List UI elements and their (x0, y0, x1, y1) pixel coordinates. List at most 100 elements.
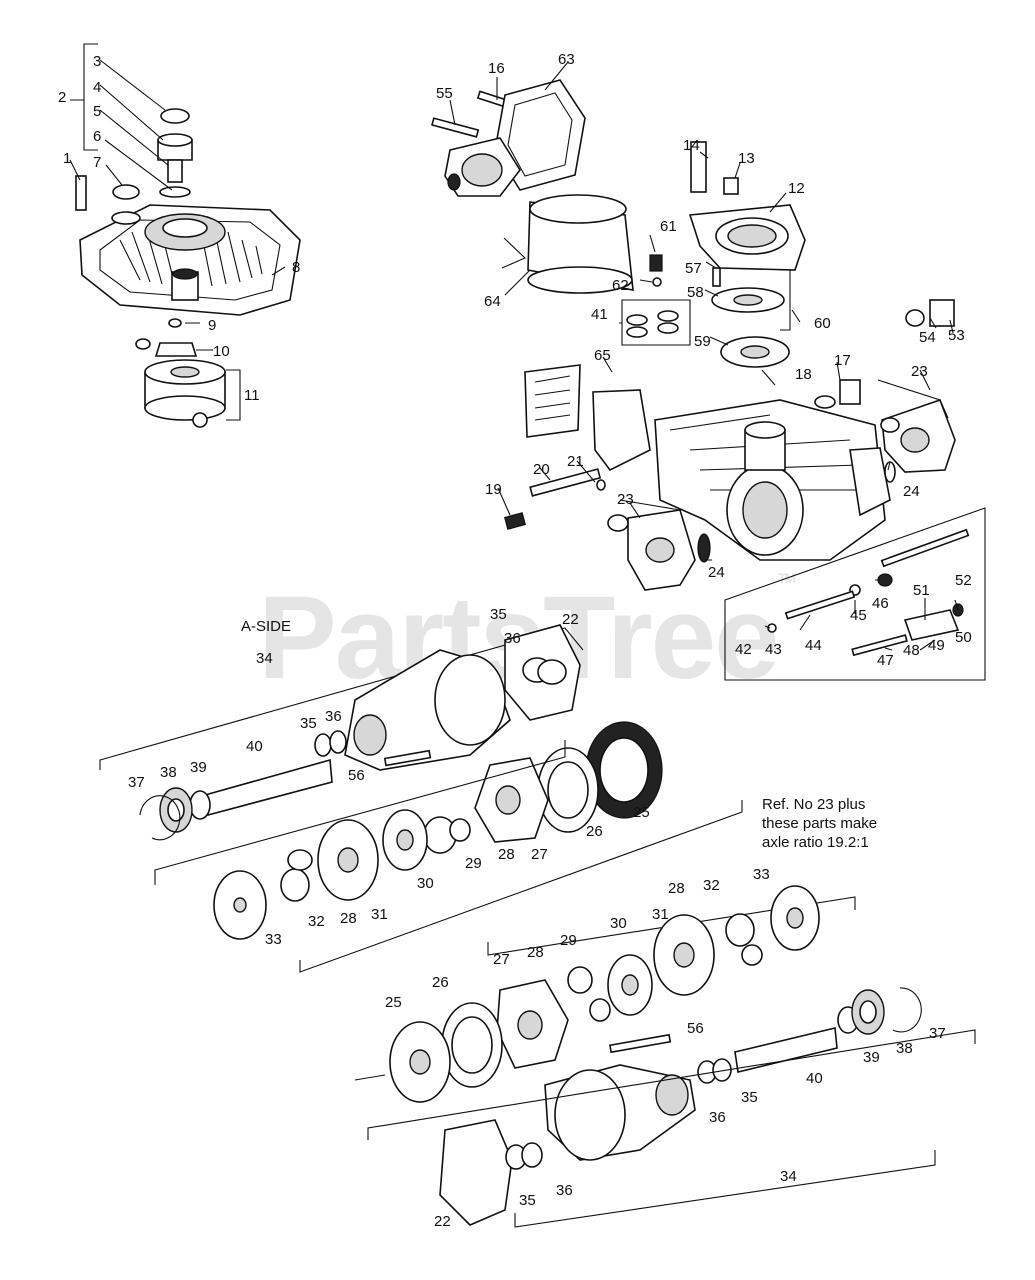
callout: 33 (265, 931, 282, 948)
callout: 43 (765, 641, 782, 658)
callout: 7 (93, 154, 101, 171)
ring-37-a (139, 795, 181, 841)
callout: 21 (567, 453, 584, 470)
bolt-56-a (383, 749, 432, 767)
callout: 20 (533, 461, 550, 478)
bracket-34-a (99, 627, 584, 770)
callout: 25 (385, 994, 402, 1011)
callout: 19 (485, 481, 502, 498)
plug-9 (168, 318, 182, 328)
callout: 24 (903, 483, 920, 500)
callout: 40 (246, 738, 263, 755)
callout: 35 (300, 715, 317, 732)
gasket-65 (592, 389, 651, 472)
inset-frame (724, 507, 986, 681)
callout: 63 (558, 51, 575, 68)
gear-32-a (280, 868, 310, 902)
callout: 31 (371, 906, 388, 923)
callout: 29 (465, 855, 482, 872)
center-section-group (524, 141, 955, 472)
callout: 38 (160, 764, 177, 781)
ratio-note-line: these parts make (762, 815, 878, 832)
callout: 65 (594, 347, 611, 364)
retaining-ring-3 (160, 108, 190, 124)
callout: 36 (709, 1109, 726, 1126)
callout: 12 (788, 180, 805, 197)
valve-plate (524, 364, 581, 438)
callout: 30 (417, 875, 434, 892)
callout: 4 (93, 79, 101, 96)
callout: 54 (919, 329, 936, 346)
callout: 46 (872, 595, 889, 612)
cooling-fins (119, 225, 263, 287)
callout: 36 (325, 708, 342, 725)
callout: 13 (738, 150, 755, 167)
callout: 64 (484, 293, 501, 310)
callout: 50 (955, 629, 972, 646)
callout: 26 (432, 974, 449, 991)
callout: 48 (903, 642, 920, 659)
callout: 56 (348, 767, 365, 784)
callout: 39 (863, 1049, 880, 1066)
callout: 16 (488, 60, 505, 77)
ring-37-b (892, 987, 922, 1033)
callout: 37 (929, 1025, 946, 1042)
callout: 41 (591, 306, 608, 323)
callout: 47 (877, 652, 894, 669)
callout: 6 (93, 128, 101, 145)
callout: 5 (93, 103, 101, 120)
callout: 29 (560, 932, 577, 949)
callout: 32 (308, 913, 325, 930)
gear-32-b (725, 913, 755, 947)
ball-62 (652, 277, 662, 287)
rod-inset (880, 528, 970, 568)
callout: 18 (795, 366, 812, 383)
key-13 (723, 177, 739, 195)
callout: 25 (633, 804, 650, 821)
callout: 58 (687, 284, 704, 301)
bolt-1 (75, 175, 87, 211)
a-side-label: A-SIDE (241, 618, 292, 635)
axle-40-b (734, 1027, 838, 1073)
callout: 33 (753, 866, 770, 883)
valve-box-41 (621, 299, 691, 346)
pin-21 (596, 479, 606, 491)
callout: 28 (668, 880, 685, 897)
callout: 37 (128, 774, 145, 791)
callout: 56 (687, 1020, 704, 1037)
arm-48 (903, 609, 960, 641)
callout: 17 (834, 352, 851, 369)
callout: 61 (660, 218, 677, 235)
callout: 24 (708, 564, 725, 581)
callout: 36 (556, 1182, 573, 1199)
pin-57 (712, 267, 721, 287)
gear-29-b (567, 966, 593, 994)
callout: 40 (806, 1070, 823, 1087)
callout: 45 (850, 607, 867, 624)
callout: 31 (652, 906, 669, 923)
callout: 35 (490, 606, 507, 623)
plate-10 (154, 342, 198, 357)
o-ring-54 (905, 309, 925, 327)
washer-6 (159, 186, 191, 198)
callout: 23 (617, 491, 634, 508)
ratio-note: Ref. No 23 plus these parts make axle ra… (762, 795, 877, 852)
callout: 28 (527, 944, 544, 961)
upper-housing (79, 204, 301, 316)
ratio-note-line: axle ratio 19.2:1 (762, 834, 869, 851)
a-side-assembly (99, 624, 743, 973)
callout: 11 (244, 387, 260, 404)
rod-20 (529, 468, 602, 497)
main-housing-group (607, 379, 956, 591)
callout: 10 (213, 343, 230, 360)
callout: 60 (814, 315, 831, 332)
callout: 38 (896, 1040, 913, 1057)
callout: 22 (562, 611, 579, 628)
callout: 34 (780, 1168, 797, 1185)
leader-lines (69, 59, 959, 651)
callout: 23 (911, 363, 928, 380)
rod-44 (784, 590, 856, 620)
spring-61 (649, 254, 663, 272)
callout: 3 (93, 53, 101, 70)
charge-pump-group (431, 79, 663, 294)
